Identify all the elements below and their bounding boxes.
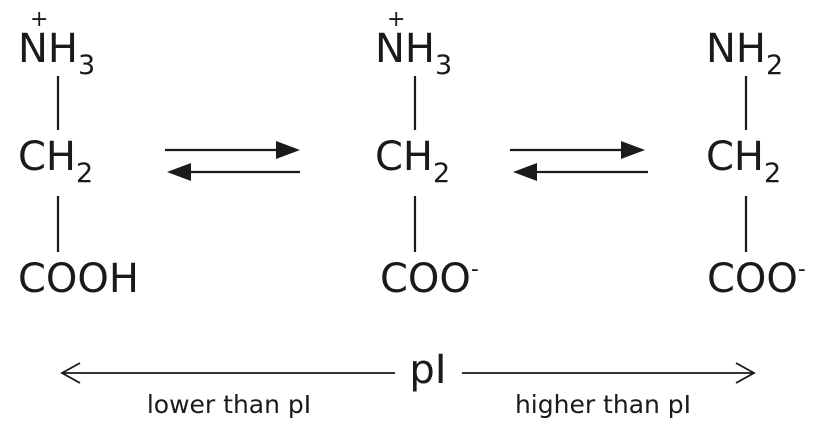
positive-charge: +	[387, 7, 405, 32]
methylene-group: CH2	[706, 134, 781, 189]
structure-anionic: NH2 CH2 COO-	[706, 26, 806, 302]
forward-arrow-head	[621, 141, 645, 159]
structure-cationic: + NH3 CH2 COOH	[18, 7, 139, 302]
forward-arrow-head	[276, 141, 300, 159]
positive-charge: +	[30, 7, 48, 32]
carboxylate-group: COO-	[380, 256, 479, 302]
equilibrium-arrows-1	[165, 141, 300, 181]
methylene-group: CH2	[375, 134, 450, 189]
carboxylate-group: COO-	[707, 256, 806, 302]
reverse-arrow-head	[513, 163, 537, 181]
structure-zwitterion: + NH3 CH2 COO-	[375, 7, 479, 302]
right-scale-arrow-head	[735, 362, 756, 384]
left-scale-arrow-head	[60, 362, 81, 384]
equilibrium-arrows-2	[510, 141, 648, 181]
pi-label: pI	[409, 347, 446, 393]
amino-group: NH3	[375, 26, 452, 81]
methylene-group: CH2	[18, 134, 93, 189]
reverse-arrow-head	[167, 163, 191, 181]
pi-scale: pI lower than pI higher than pI	[60, 347, 756, 419]
amino-group: NH2	[706, 26, 783, 81]
carboxyl-group: COOH	[18, 256, 139, 302]
lower-than-pi-label: lower than pI	[147, 390, 311, 419]
amino-group: NH3	[18, 26, 95, 81]
higher-than-pi-label: higher than pI	[515, 390, 691, 419]
